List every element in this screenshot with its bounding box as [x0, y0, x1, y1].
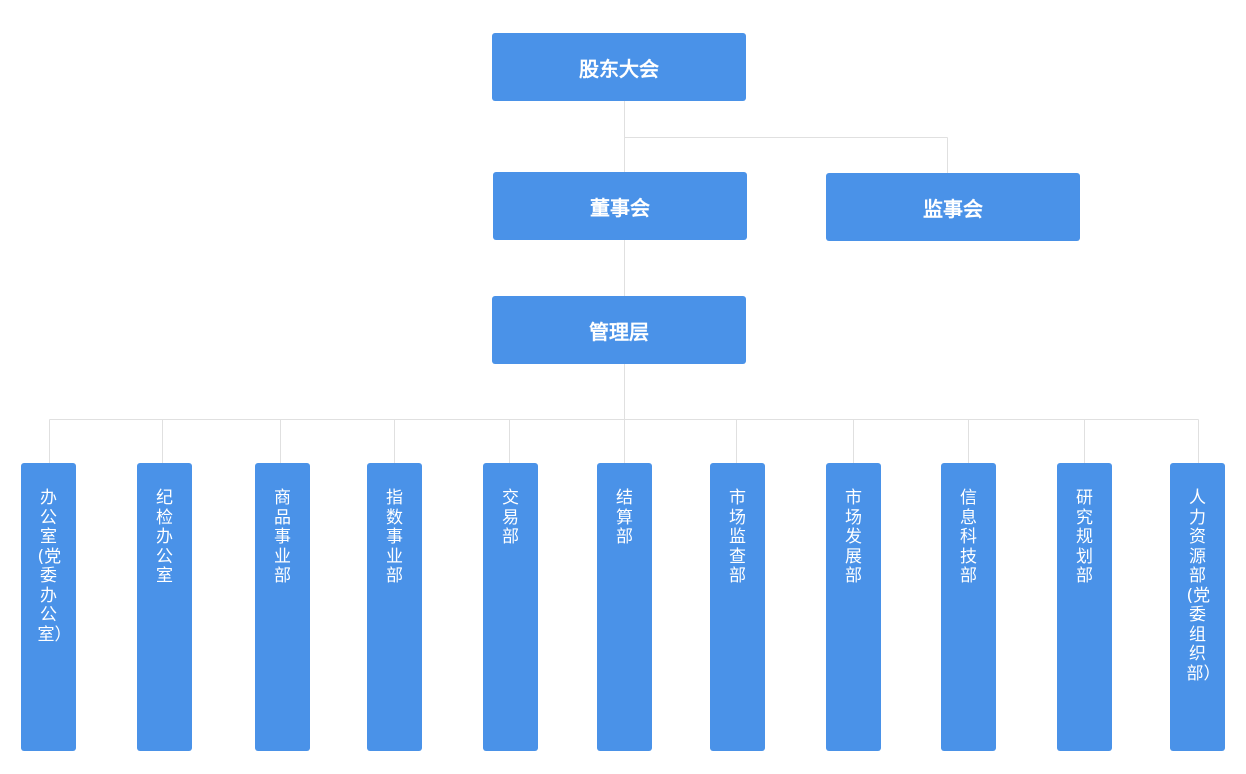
dept-label: 交易部	[502, 488, 519, 547]
dept-node-market-surveillance: 市场监查部	[710, 463, 765, 751]
node-board-of-supervisors: 监事会	[826, 173, 1080, 241]
dept-label: 市场监查部	[729, 488, 746, 586]
dept-label: 结算部	[616, 488, 633, 547]
dept-node-market-development: 市场发展部	[826, 463, 881, 751]
node-shareholders-meeting: 股东大会	[492, 33, 746, 101]
node-label: 监事会	[923, 196, 983, 221]
dept-node-human-resources: 人力资源部(党委组织部）	[1170, 463, 1225, 751]
dept-label: 市场发展部	[845, 488, 862, 586]
node-label: 股东大会	[579, 56, 659, 81]
dept-label: 办公室(党委办公室）	[37, 488, 72, 645]
dept-node-discipline-office: 纪检办公室	[137, 463, 192, 751]
dept-node-research-planning: 研究规划部	[1057, 463, 1112, 751]
dept-node-it: 信息科技部	[941, 463, 996, 751]
dept-label: 纪检办公室	[156, 488, 173, 586]
dept-label: 商品事业部	[274, 488, 291, 586]
dept-node-index: 指数事业部	[367, 463, 422, 751]
node-label: 管理层	[589, 319, 649, 344]
dept-label: 指数事业部	[386, 488, 403, 586]
node-label: 董事会	[590, 195, 650, 220]
node-management: 管理层	[492, 296, 746, 364]
dept-label: 研究规划部	[1076, 488, 1093, 586]
dept-label: 人力资源部(党委组织部）	[1186, 488, 1221, 684]
node-board-of-directors: 董事会	[493, 172, 747, 240]
dept-node-commodity: 商品事业部	[255, 463, 310, 751]
dept-node-office: 办公室(党委办公室）	[21, 463, 76, 751]
dept-node-settlement: 结算部	[597, 463, 652, 751]
dept-node-trading: 交易部	[483, 463, 538, 751]
dept-label: 信息科技部	[960, 488, 977, 586]
